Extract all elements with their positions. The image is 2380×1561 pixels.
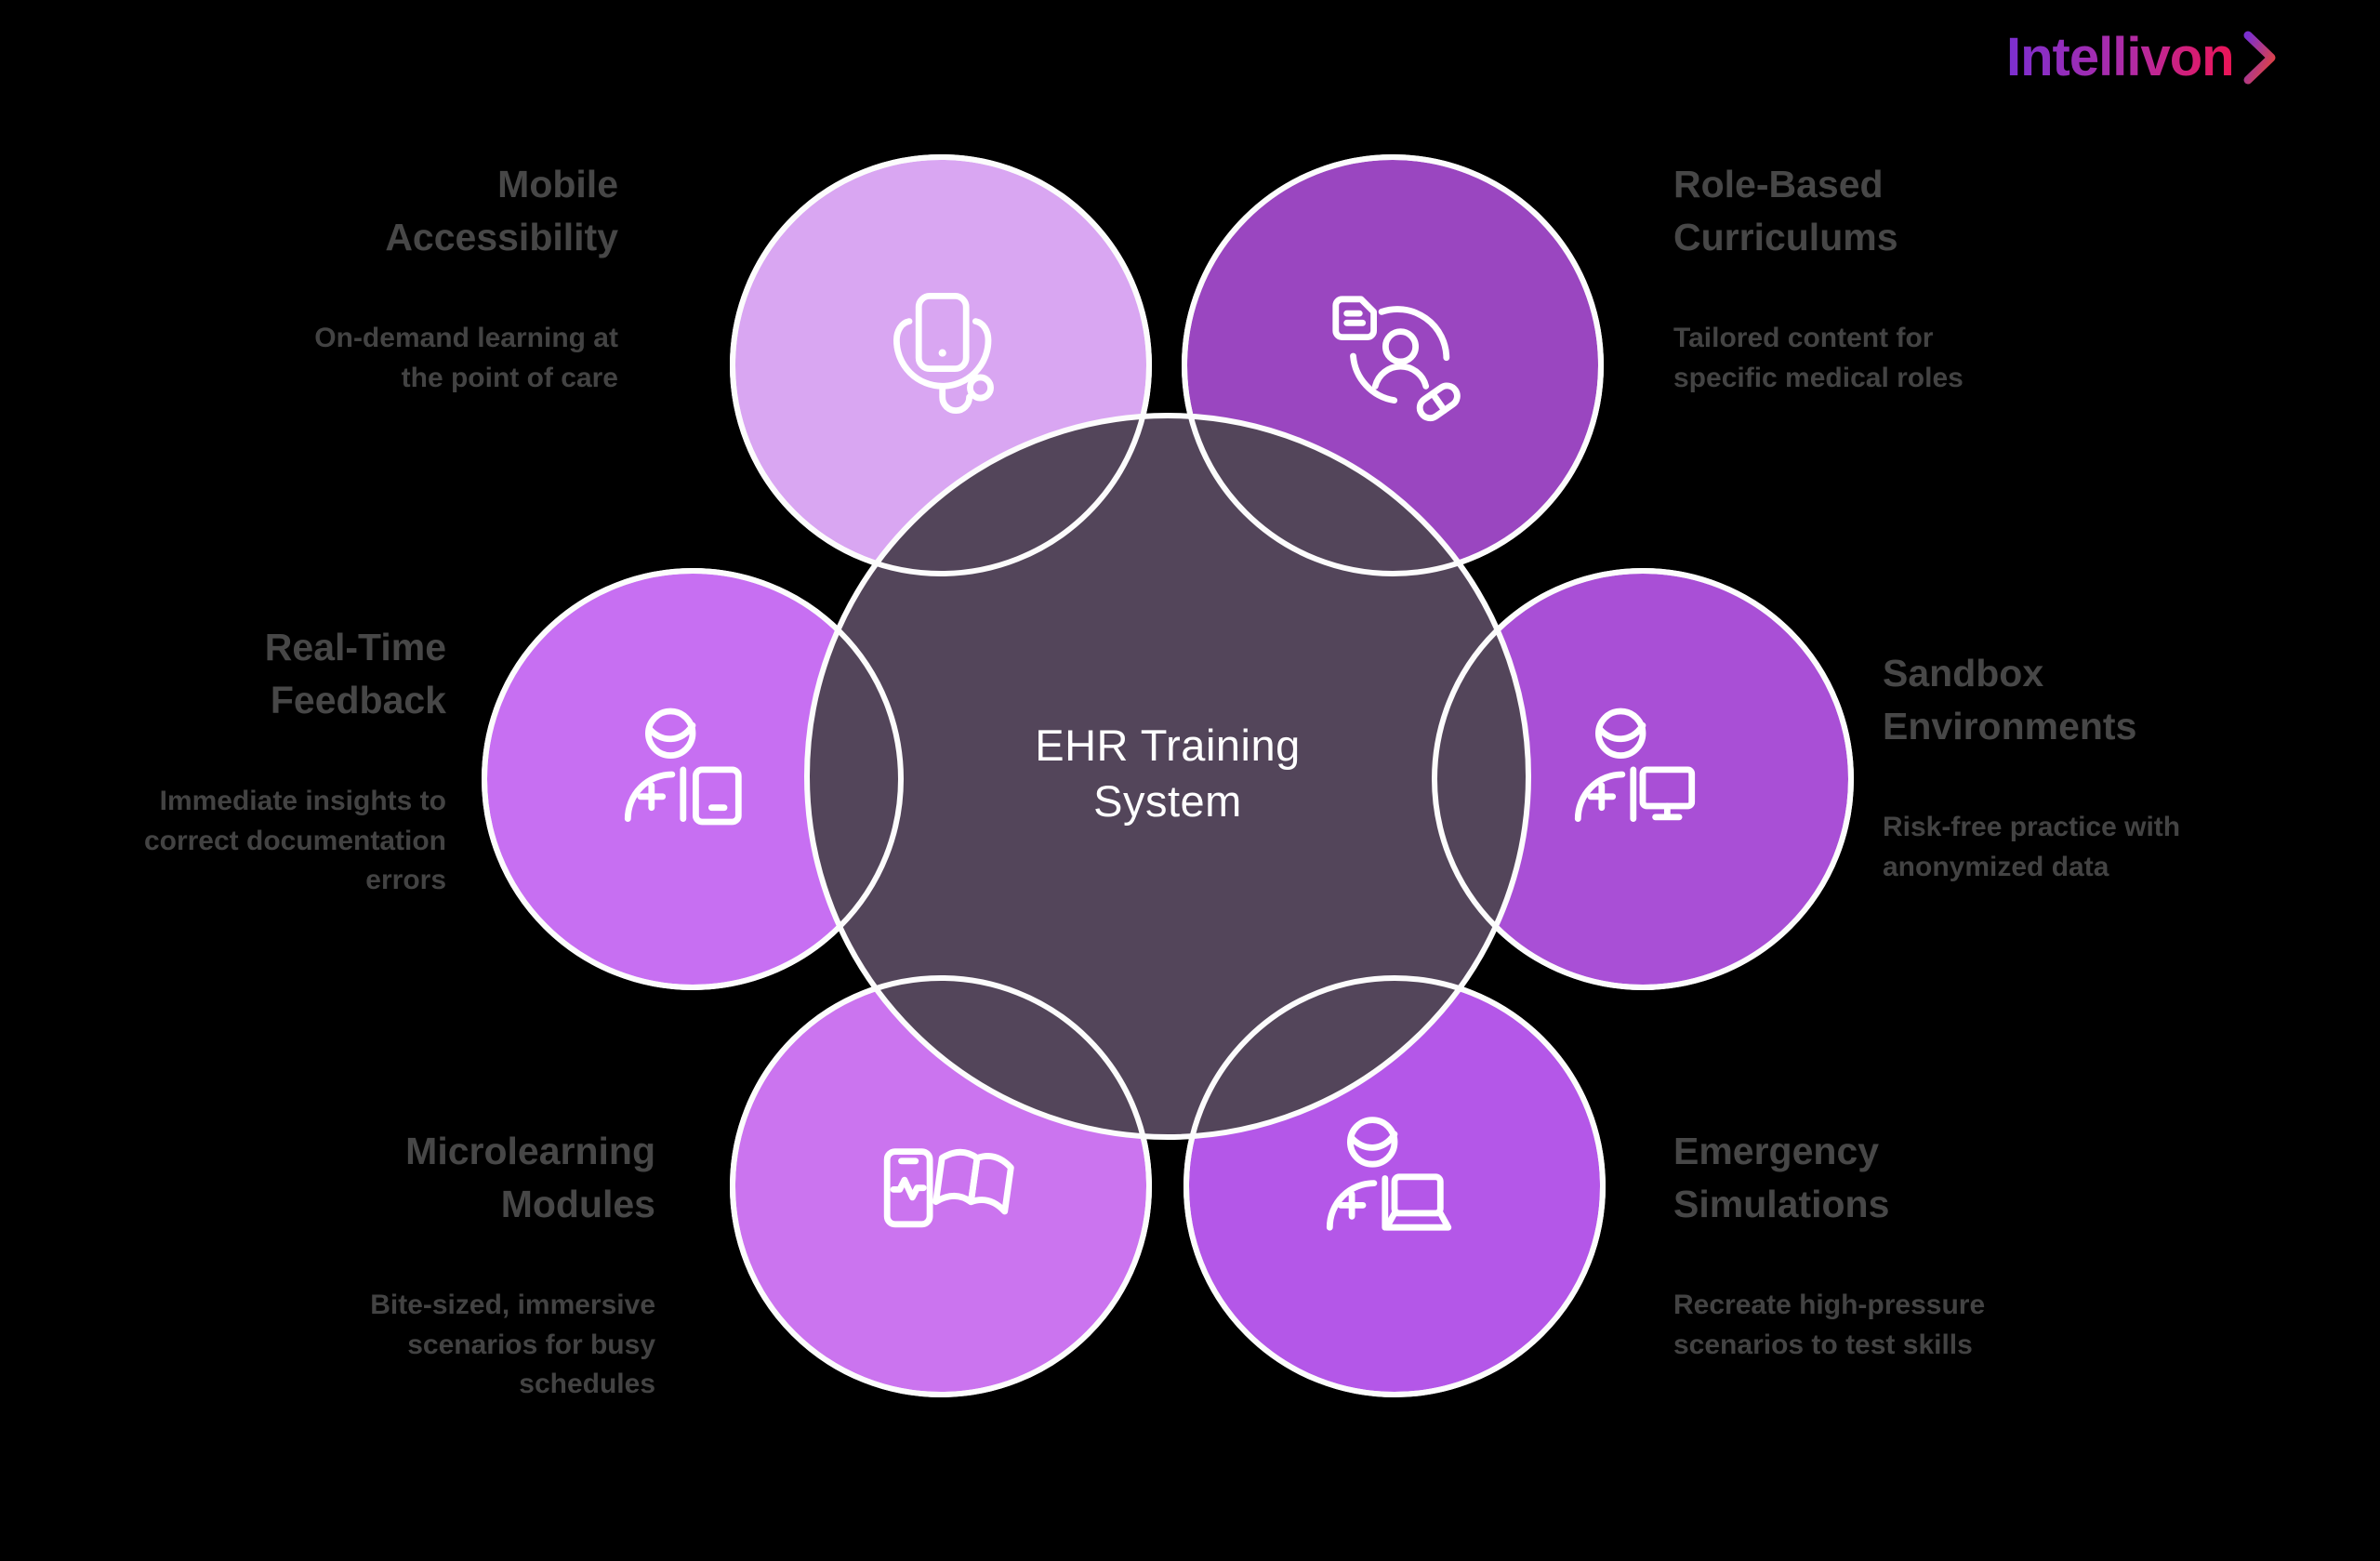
item-description: Immediate insights to correct documentat…	[143, 786, 446, 896]
overlap-arcs	[482, 154, 1854, 1397]
item-title: Emergency Simulations	[1673, 1130, 1890, 1225]
item-description: Tailored content for specific medical ro…	[1673, 323, 1964, 393]
document-person-pill-icon	[1332, 296, 1461, 422]
label-real-time-feedback: Real-Time Feedback Immediate insights to…	[28, 604, 446, 918]
item-title: Real-Time Feedback	[264, 626, 446, 721]
item-description: Risk-free practice with anonymized data	[1883, 812, 2181, 882]
label-role-based-curriculums: Role-Based Curriculums Tailored content …	[1673, 141, 2194, 415]
phone-stethoscope-icon	[893, 293, 994, 414]
clinician-tablet-icon	[624, 708, 742, 826]
intellivon-logo: Intellivon	[2006, 26, 2281, 88]
item-description: On-demand learning at the point of care	[314, 323, 618, 393]
item-title: Sandbox Environments	[1883, 652, 2137, 747]
item-title: Mobile Accessibility	[385, 163, 618, 258]
item-title: Microlearning Modules	[405, 1130, 655, 1225]
chevron-right-icon	[2243, 31, 2276, 84]
center-title: EHR Training System	[1035, 721, 1301, 827]
item-description: Recreate high-pressure scenarios to test…	[1673, 1290, 1986, 1360]
label-mobile-accessibility: Mobile Accessibility On-demand learning …	[121, 141, 618, 415]
phone-book-icon	[883, 1148, 1014, 1228]
label-microlearning-modules: Microlearning Modules Bite-sized, immers…	[158, 1108, 655, 1422]
item-title: Role-Based Curriculums	[1673, 163, 1898, 258]
item-description: Bite-sized, immersive scenarios for busy…	[370, 1290, 655, 1400]
clinician-monitor-icon	[1574, 708, 1696, 823]
logo-wordmark: Intellivon	[2006, 27, 2235, 87]
label-emergency-simulations: Emergency Simulations Recreate high-pres…	[1673, 1108, 2194, 1382]
label-sandbox-environments: Sandbox Environments Risk-free practice …	[1883, 630, 2366, 904]
clinician-laptop-icon	[1326, 1117, 1452, 1231]
center-circle	[804, 413, 1531, 1140]
